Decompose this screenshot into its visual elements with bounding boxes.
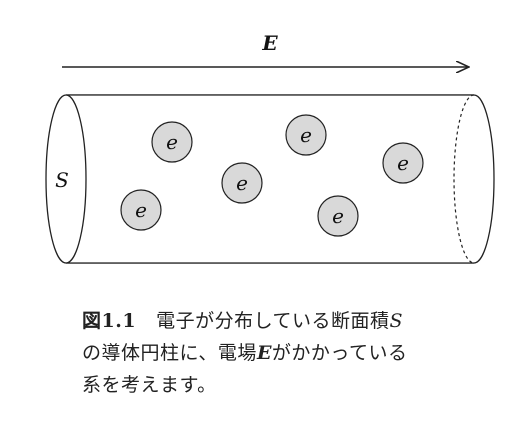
caption-line-1: 図1.1 電子が分布している断面積S <box>82 305 502 337</box>
field-label-e: E <box>261 31 278 55</box>
caption-text-2b: がかかっている <box>271 342 408 364</box>
electron: e <box>151 121 193 163</box>
svg-text:e: e <box>135 198 147 222</box>
caption-line-3: 系を考えます。 <box>82 374 217 396</box>
electron: e <box>120 189 162 231</box>
svg-text:e: e <box>166 130 178 154</box>
caption-var-e: E <box>256 342 272 364</box>
cylinder-right-end-front <box>473 94 495 264</box>
electron: e <box>221 162 263 204</box>
caption-text-2a: の導体円柱に、電場 <box>82 342 257 364</box>
cylinder-right-end-hidden <box>453 94 475 264</box>
svg-text:e: e <box>236 171 248 195</box>
electron: e <box>317 195 359 237</box>
figure-caption: 図1.1 電子が分布している断面積S の導体円柱に、電場Eがかかっている 系を考え… <box>82 305 502 401</box>
figure-number: 図1.1 <box>82 310 137 332</box>
caption-line-2: の導体円柱に、電場Eがかかっている <box>82 337 502 369</box>
svg-text:e: e <box>300 123 312 147</box>
conductor-diagram: E S e e e e <box>45 31 495 264</box>
svg-text:e: e <box>397 151 409 175</box>
electron: e <box>382 142 424 184</box>
caption-text-1: 電子が分布している断面積 <box>156 310 390 332</box>
electron: e <box>285 114 327 156</box>
cross-section-face <box>45 94 87 264</box>
area-label-s: S <box>55 168 69 192</box>
svg-text:e: e <box>332 204 344 228</box>
caption-var-s: S <box>389 310 404 332</box>
